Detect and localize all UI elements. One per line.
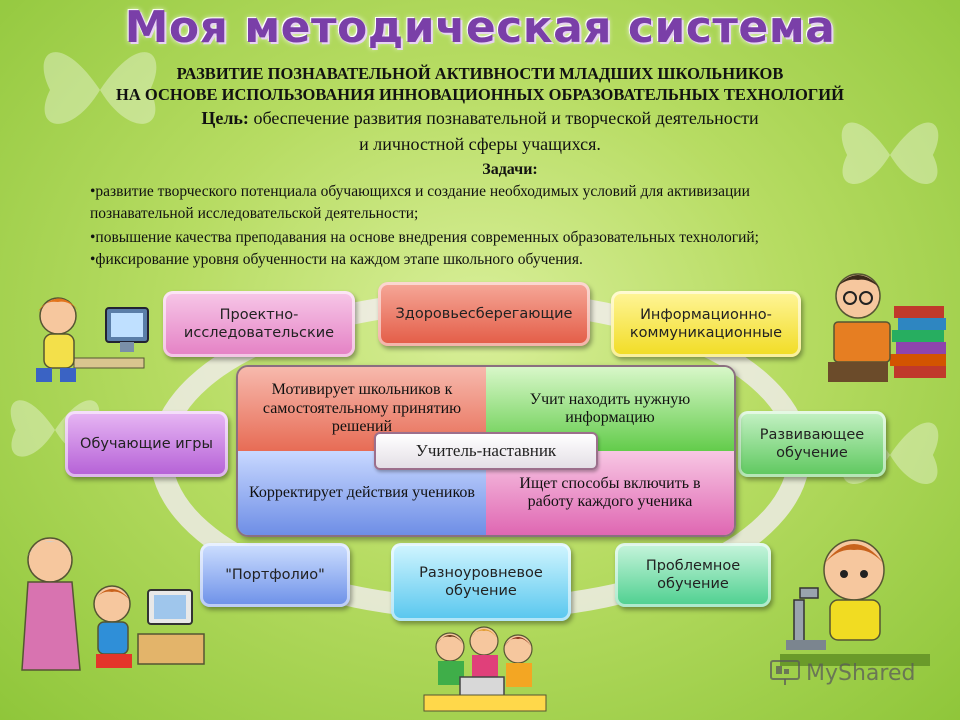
grandma-and-boy-icon [21, 537, 205, 671]
teacher-panel: Мотивирует школьников к самостоятельному… [236, 365, 736, 537]
tasks-label: Задачи: [482, 161, 538, 178]
teacher-mentor-label: Учитель-наставник [374, 432, 598, 470]
task-item: •повышение качества преподавания на осно… [90, 229, 759, 246]
goal-text-1: обеспечение развития познавательной и тв… [248, 108, 759, 128]
butterfly-decoration-icon [43, 52, 157, 124]
tech-health-box: Здоровьесберегающие [378, 282, 590, 346]
child-at-computer-icon [36, 297, 149, 382]
butterfly-decoration-icon [841, 122, 939, 185]
goal-label: Цель: [201, 108, 249, 128]
tech-developing-box: Развивающее обучение [738, 411, 886, 477]
boy-with-books-icon [828, 273, 946, 382]
task-item: •развитие творческого потенциала обучающ… [90, 183, 750, 200]
teacher-role-information: Учит находить нужную информацию [486, 367, 734, 451]
boy-with-microscope-icon [780, 539, 930, 666]
tech-problem-box: Проблемное обучение [615, 543, 771, 607]
tech-games-box: Обучающие игры [65, 411, 228, 477]
task-item: •фиксирование уровня обученности на кажд… [90, 251, 583, 268]
tech-multilevel-box: Разноуровневое обучение [391, 543, 571, 621]
goal-line-2: и личностной сферы учащихся. [359, 134, 601, 154]
watermark-text: MyShared [806, 660, 916, 686]
subtitle-line-1: РАЗВИТИЕ ПОЗНАВАТЕЛЬНОЙ АКТИВНОСТИ МЛАДШ… [176, 64, 784, 83]
children-at-computer-icon [423, 626, 547, 712]
presentation-logo-icon [770, 660, 800, 685]
tech-portfolio-box: "Портфолио" [200, 543, 350, 607]
watermark: MyShared [770, 660, 915, 686]
tech-ict-box: Информационно-коммуникационные [611, 291, 801, 357]
tech-project-box: Проектно-исследовательские [163, 291, 355, 357]
task-item: познавательной исследовательской деятель… [90, 205, 419, 222]
goal-line-1: Цель: обеспечение развития познавательно… [0, 108, 960, 129]
page-title: Моя методическая система [124, 2, 836, 53]
subtitle-line-2: НА ОСНОВЕ ИСПОЛЬЗОВАНИЯ ИННОВАЦИОННЫХ ОБ… [116, 85, 844, 104]
